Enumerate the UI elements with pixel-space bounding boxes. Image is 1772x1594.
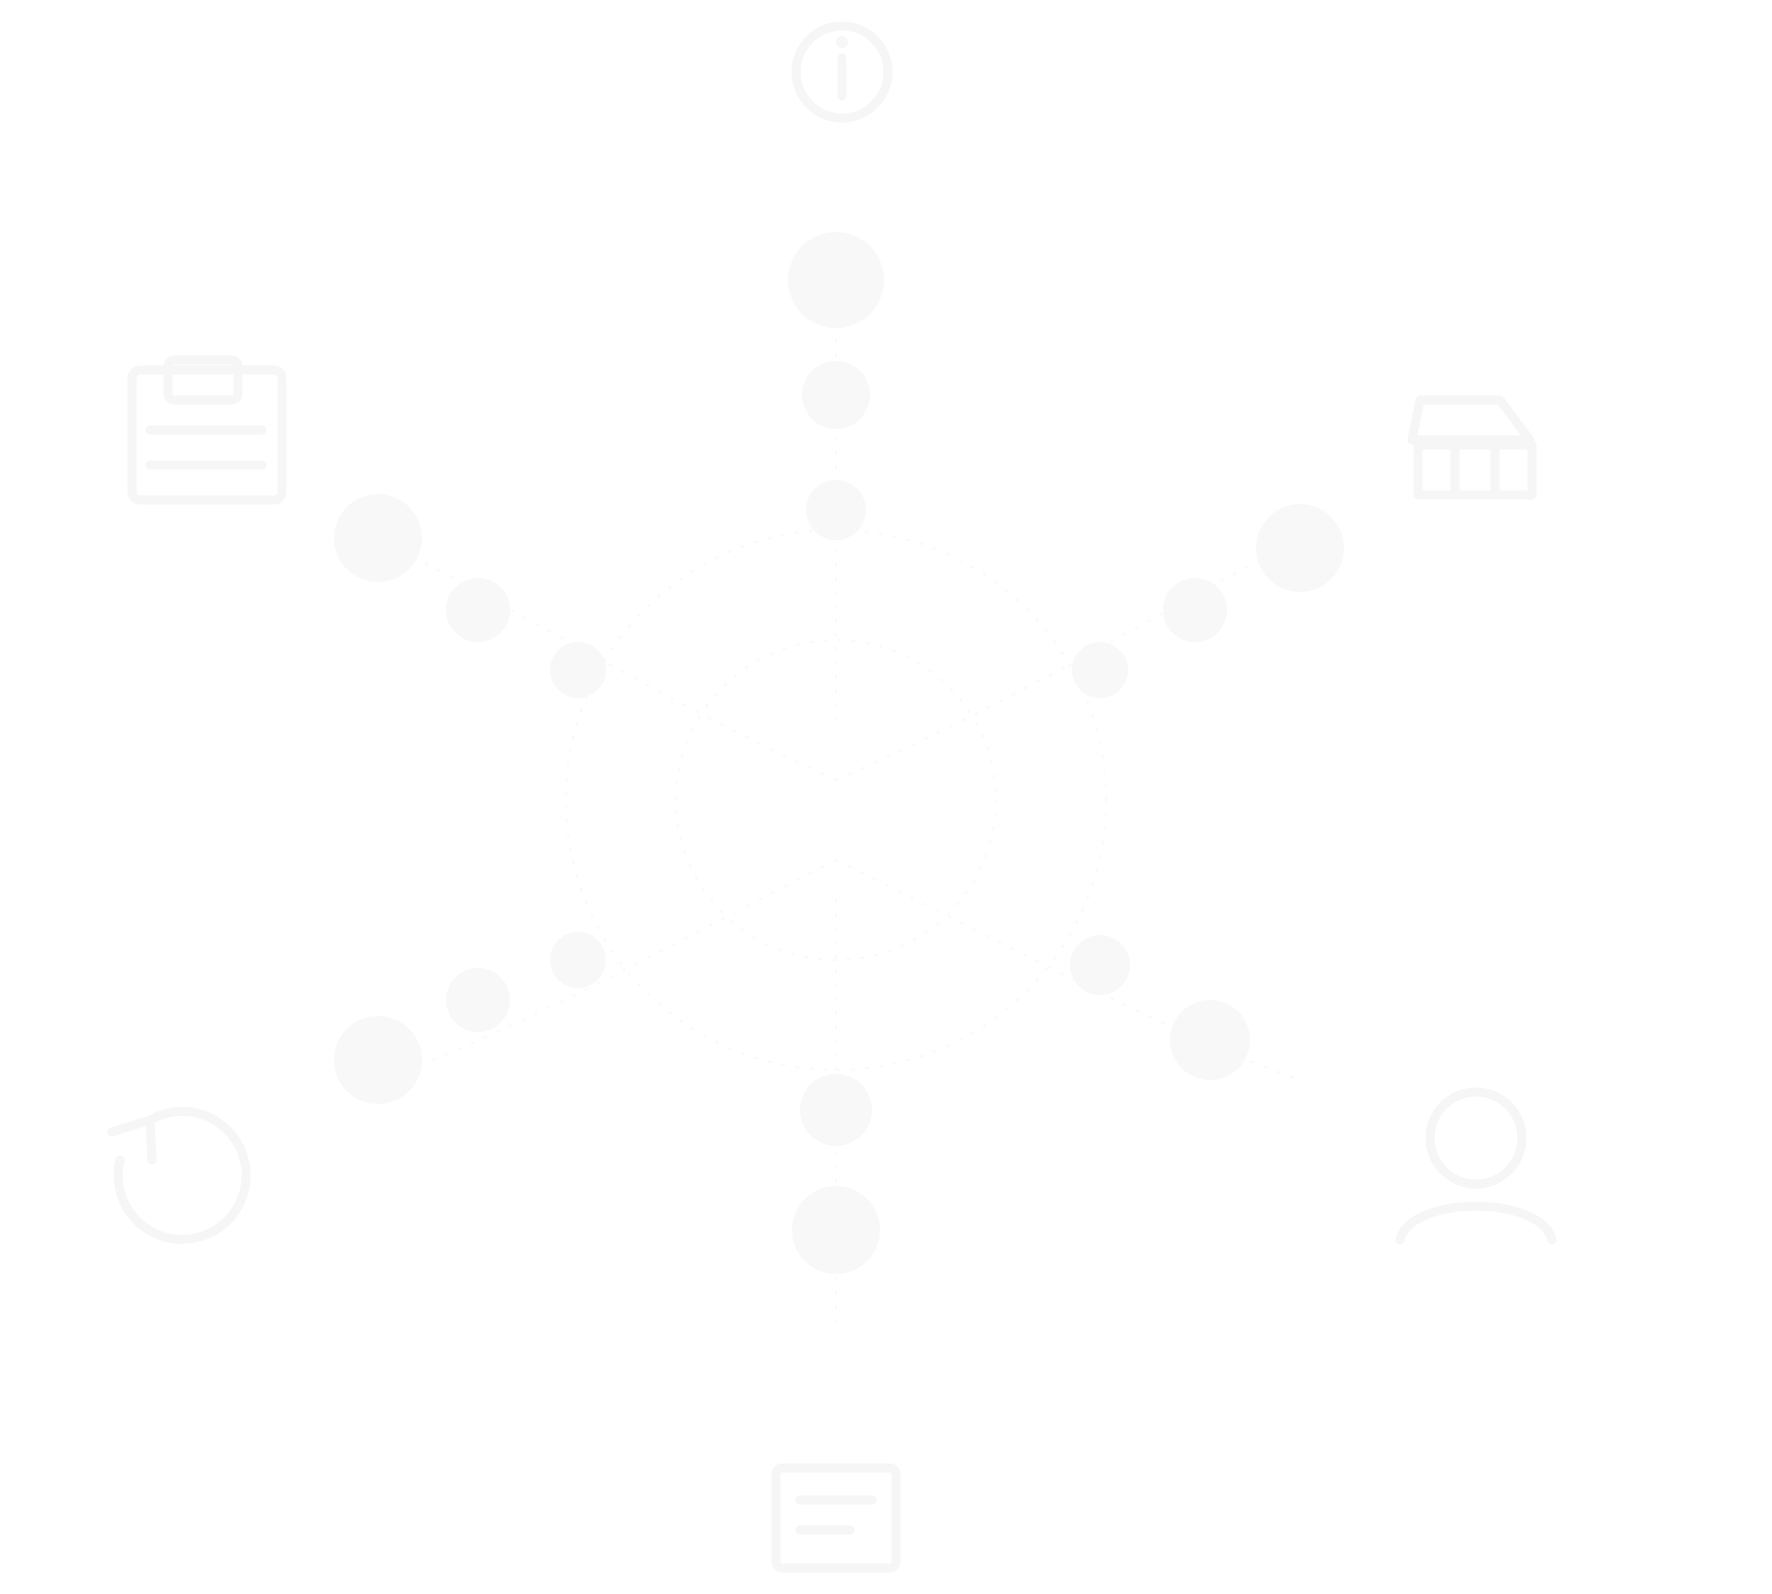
dot-right-2 xyxy=(1163,578,1227,642)
info-circle-icon xyxy=(791,21,893,123)
spoke-left-upper xyxy=(379,539,837,781)
dot-left-3 xyxy=(550,642,606,698)
hub-ring-inner xyxy=(675,639,997,961)
dot-left-low-2 xyxy=(446,968,510,1032)
dot-bottom-2 xyxy=(792,1186,880,1274)
connector-dots xyxy=(334,232,1344,1274)
dot-left-low-1 xyxy=(334,1016,422,1104)
dot-top-2 xyxy=(802,361,870,429)
dot-right-1 xyxy=(1256,504,1344,592)
shop-icon xyxy=(1407,395,1537,500)
spoke-right-upper xyxy=(835,539,1301,781)
dot-left-1 xyxy=(334,494,422,582)
node-bottom xyxy=(771,1463,901,1573)
dot-right-low-2 xyxy=(1070,935,1130,995)
dot-bottom-1 xyxy=(800,1074,872,1146)
dot-left-2 xyxy=(446,578,510,642)
person-icon xyxy=(1395,1087,1557,1245)
document-icon xyxy=(771,1463,901,1573)
dot-left-low-3 xyxy=(550,932,606,988)
dot-right-3 xyxy=(1072,642,1128,698)
node-left-upper xyxy=(127,355,287,505)
node-left-lower xyxy=(107,1106,251,1244)
building-icon xyxy=(127,355,287,505)
refresh-icon xyxy=(107,1106,251,1244)
node-top xyxy=(791,21,893,123)
node-right-upper xyxy=(1407,395,1537,500)
dot-top-1 xyxy=(788,232,884,328)
dot-top-3 xyxy=(806,480,866,540)
hub-ring-outer xyxy=(565,529,1107,1071)
dot-right-low-1 xyxy=(1170,1000,1250,1080)
spoke-left-lower xyxy=(379,859,837,1081)
hub-ring xyxy=(565,529,1107,1071)
node-right-lower xyxy=(1395,1087,1557,1245)
